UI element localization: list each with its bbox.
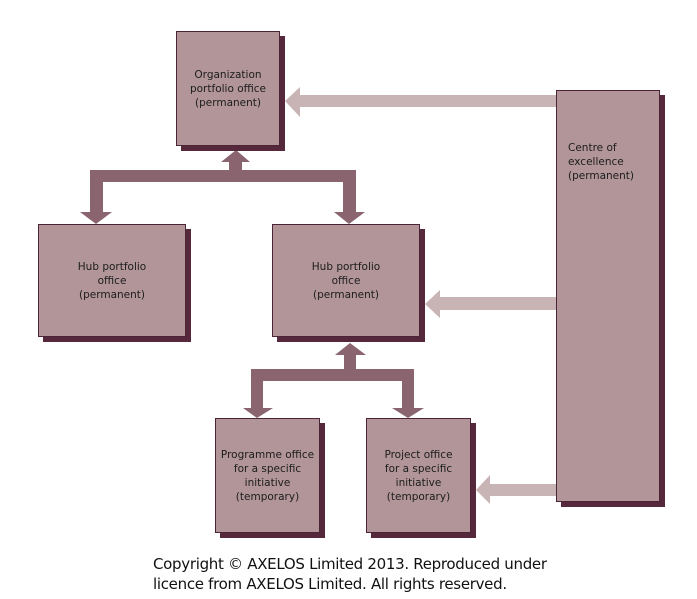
hierarchy-connector-hub-to-offices — [243, 343, 424, 418]
project-office-label: Project office for a specific initiative… — [384, 448, 453, 503]
hierarchy-connector-org-to-hubs — [80, 150, 365, 224]
support-arrow-to-organization-office — [285, 87, 556, 117]
copyright-line-2: licence from AXELOS Limited. All rights … — [153, 575, 507, 593]
support-arrow-to-project-office — [476, 475, 556, 504]
organization-portfolio-office-box: Organization portfolio office (permanent… — [176, 31, 280, 146]
programme-office-label: Programme office for a specific initiati… — [220, 448, 315, 503]
hub-portfolio-office-right-box: Hub portfolio office (permanent) — [272, 224, 420, 337]
programme-office-box: Programme office for a specific initiati… — [215, 418, 320, 533]
copyright-notice: Copyright © AXELOS Limited 2013. Reprodu… — [153, 554, 547, 594]
support-arrow-to-hub-office — [425, 290, 556, 318]
hub-portfolio-office-left-box: Hub portfolio office (permanent) — [38, 224, 186, 337]
hub-portfolio-office-right-label: Hub portfolio office (permanent) — [311, 260, 381, 301]
copyright-line-1: Copyright © AXELOS Limited 2013. Reprodu… — [153, 555, 547, 573]
organization-portfolio-office-label: Organization portfolio office (permanent… — [189, 68, 267, 109]
project-office-box: Project office for a specific initiative… — [366, 418, 471, 533]
hub-portfolio-office-left-label: Hub portfolio office (permanent) — [77, 260, 147, 301]
centre-of-excellence-label: Centre of excellence (permanent) — [568, 142, 634, 182]
centre-of-excellence-box: Centre of excellence (permanent) — [556, 90, 660, 502]
